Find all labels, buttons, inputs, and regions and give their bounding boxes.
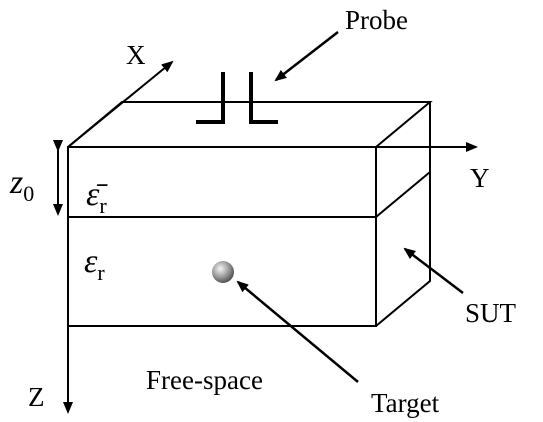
y-axis-label: Y — [470, 163, 490, 193]
box-front-face — [67, 146, 377, 327]
z-axis-label: Z — [28, 382, 45, 412]
target-label: Target — [371, 388, 440, 418]
target-pointer-arrow — [236, 280, 359, 383]
sut-box — [67, 101, 433, 327]
free-space-label: Free-space — [146, 365, 263, 395]
permittivity-top-label: ε̄r — [86, 176, 108, 218]
sut-label: SUT — [465, 298, 517, 328]
box-right-face — [375, 102, 431, 327]
probe-label: Probe — [345, 5, 408, 35]
z0-label: z0 — [9, 164, 34, 206]
target-sphere — [212, 261, 234, 283]
x-axis-arrow — [67, 60, 174, 148]
layer-boundary-side — [375, 171, 431, 218]
probe-pointer-arrow — [274, 31, 339, 82]
sut-pointer-arrow — [403, 247, 464, 294]
x-axis-label: X — [126, 40, 146, 70]
probe-icon — [196, 72, 278, 124]
permittivity-bottom-label: εr — [84, 243, 105, 285]
